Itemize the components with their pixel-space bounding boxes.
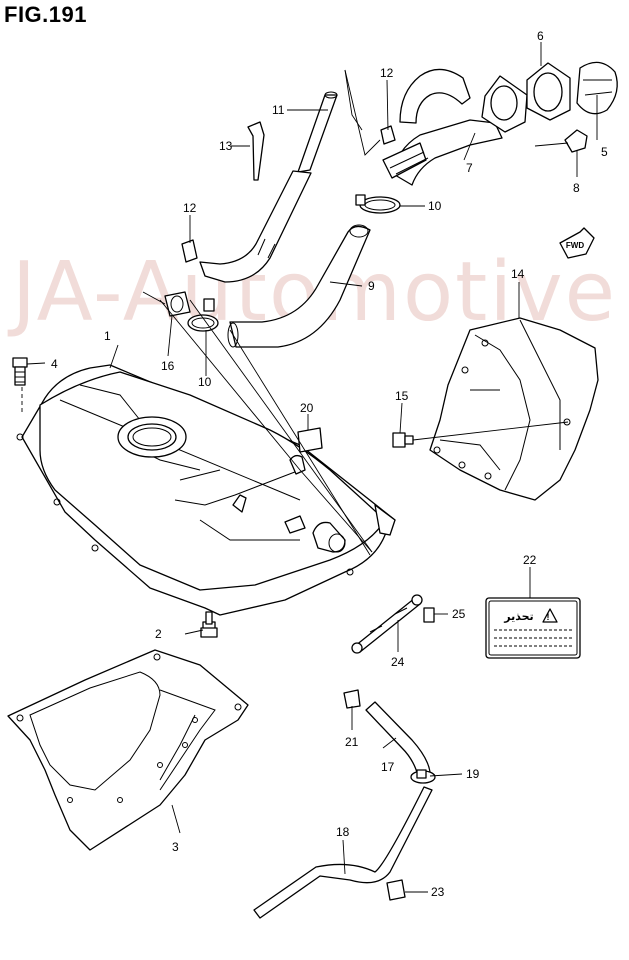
warning-triangle-icon [542,608,558,623]
callout-5: 5 [601,145,608,159]
callout-12-lower: 12 [183,201,197,215]
callout-7: 7 [466,161,473,175]
callout-12-upper: 12 [380,66,394,80]
clip-23 [386,879,406,901]
hose-clamp-10-lower [187,298,219,332]
callout-6: 6 [537,29,544,43]
earth-wire-24 [351,594,423,654]
filler-hose [382,68,528,186]
svg-text:!: ! [547,612,550,622]
callout-19: 19 [466,767,480,781]
callout-25: 25 [452,607,466,621]
callout-9: 9 [368,279,375,293]
screw-25 [423,607,435,623]
callout-4: 4 [51,357,58,371]
callout-8: 8 [573,181,580,195]
clamp-13 [247,121,265,181]
pipe-18 [253,786,433,919]
warning-label-22: ! تحذير [485,597,581,659]
bolt-4 [12,357,28,386]
callout-10-lower: 10 [198,375,212,389]
hose-clamp-10-upper [355,194,401,214]
callout-23: 23 [431,885,445,899]
callout-numbers: 1 2 3 4 5 6 7 8 9 10 10 11 12 12 13 14 1… [51,29,608,899]
clamp-19 [410,769,436,784]
fuel-hose [227,224,371,348]
bolt-2 [200,611,218,638]
grommet-16 [164,291,191,317]
callout-16: 16 [161,359,175,373]
clip-12-lower [181,239,198,263]
callout-17: 17 [381,760,395,774]
breather-hose [199,91,338,283]
heat-shield [429,317,599,501]
screw-15 [392,432,414,448]
callout-24: 24 [391,655,405,669]
warning-label-text: تحذير [503,610,533,623]
callout-1: 1 [104,329,111,343]
callout-11: 11 [272,103,285,117]
callout-10-upper: 10 [428,199,442,213]
callout-2: 2 [155,627,162,641]
fwd-badge-text: FWD [566,241,584,250]
callout-13: 13 [219,139,233,153]
fuel-tank [16,364,396,616]
figure-title: FIG.191 [4,2,87,27]
callout-18: 18 [336,825,350,839]
tank-protector-plate [7,649,249,851]
clip-21 [343,689,361,709]
callout-15: 15 [395,389,409,403]
callout-21: 21 [345,735,359,749]
leader-lines [21,42,598,893]
pad-20 [297,427,323,453]
callout-22: 22 [523,553,537,567]
filler-cap-assembly [526,61,618,153]
callout-14: 14 [511,267,525,281]
callout-3: 3 [172,840,179,854]
hose-17 [365,701,431,777]
callout-20: 20 [300,401,314,415]
fwd-direction-badge: FWD [559,227,595,259]
